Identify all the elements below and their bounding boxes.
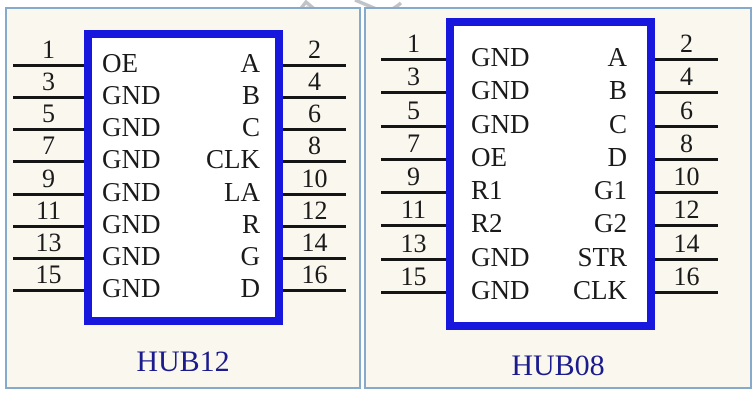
hub12-title: HUB12 [136,345,230,378]
hub08-pin-8-label: D [607,141,628,172]
hub08-pin-4-label: B [608,75,627,106]
hub08-pin-6: 6 [655,94,718,128]
hub08-pin-11: 11 [381,193,446,228]
hub08-pin-15-label: GND [471,274,530,305]
hub08-pin-7-label: OE [471,141,507,172]
hub08-pin-6-label: C [608,108,627,139]
hub08-pin-15: 15 [381,260,446,294]
hub12-pin-10-label: LA [224,176,260,207]
hub12-pin-15: 15 [13,258,84,293]
hub08-pin-8: 8 [655,127,718,161]
hub12-chip-body [84,30,283,325]
hub08-pin-9: 9 [381,160,446,195]
hub12-pin-3-label: GND [102,80,161,111]
hub08-pin-4: 4 [655,60,718,95]
hub12-pin-7: 7 [13,129,84,164]
hub12-pin-1-label: OE [102,48,138,78]
hub08-panel: 1 3 5 7 9 11 13 15 2 4 6 8 10 12 14 16 G… [364,7,752,389]
hub12-pin-3: 3 [13,65,84,100]
hub12-pin-7-label: GND [102,144,161,175]
hub08-pin-5-label: GND [471,108,530,139]
hub08-pin-1: 1 [381,27,446,61]
hub12-pin-13-label: GND [102,240,161,271]
hub12-panel: 1 3 5 7 9 11 13 15 2 4 6 8 10 12 14 16 O… [5,7,361,389]
hub08-pin-3: 3 [381,60,446,95]
hub12-pin-5: 5 [13,97,84,132]
hub08-pin-11-label: R2 [471,208,503,239]
hub12-pin-6: 6 [283,97,346,132]
hub08-pin-10-label: G1 [594,175,627,206]
hub12-pin-4: 4 [283,65,346,100]
hub08-pin-12: 12 [655,193,718,228]
hub08-pin-2-label: A [607,42,628,72]
hub12-pin-12-label: R [241,208,260,239]
hub12-pin-4-label: B [241,80,260,111]
hub12-pin-14-label: G [240,240,261,271]
hub12-pin-11-label: GND [102,208,161,239]
hub12-pin-5-label: GND [102,112,161,143]
hub12-pin-8-label: CLK [206,144,260,175]
hub08-pin-10: 10 [655,160,718,195]
hub12-pin-13: 13 [13,226,84,260]
hub12-pin-12: 12 [283,194,346,228]
hub12-pin-14: 14 [283,226,346,260]
hub08-chip-body [446,18,655,330]
hub12-pin-8: 8 [283,129,346,164]
hub08-pin-13: 13 [381,227,446,261]
hub12-pin-6-label: C [241,112,260,143]
hub08-pin-16: 16 [655,260,718,294]
hub12-pin-2-label: A [240,48,261,78]
hub08-pin-14: 14 [655,227,718,261]
hub08-pin-12-label: G2 [594,208,627,239]
hub12-pin-1: 1 [13,33,84,67]
hub12-pin-16: 16 [283,258,346,293]
hub08-pin-14-label: STR [577,241,627,272]
hub08-pin-1-label: GND [471,42,530,72]
hub12-pin-11: 11 [13,194,84,228]
hub08-pin-5: 5 [381,94,446,128]
hub08-title: HUB08 [511,349,605,382]
hub12-pin-10: 10 [283,162,346,196]
hub08-pin-9-label: R1 [471,175,503,206]
hub12-pin-2: 2 [283,33,346,67]
hub12-pin-9: 9 [13,162,84,196]
hub08-pin-3-label: GND [471,75,530,106]
hub08-pin-7: 7 [381,127,446,161]
hub12-pin-9-label: GND [102,176,161,207]
hub12-pin-16-label: D [240,273,261,304]
hub12-pin-15-label: GND [102,273,161,304]
hub08-pin-2: 2 [655,27,718,61]
hub08-pin-13-label: GND [471,241,530,272]
hub08-pin-16-label: CLK [573,274,627,305]
